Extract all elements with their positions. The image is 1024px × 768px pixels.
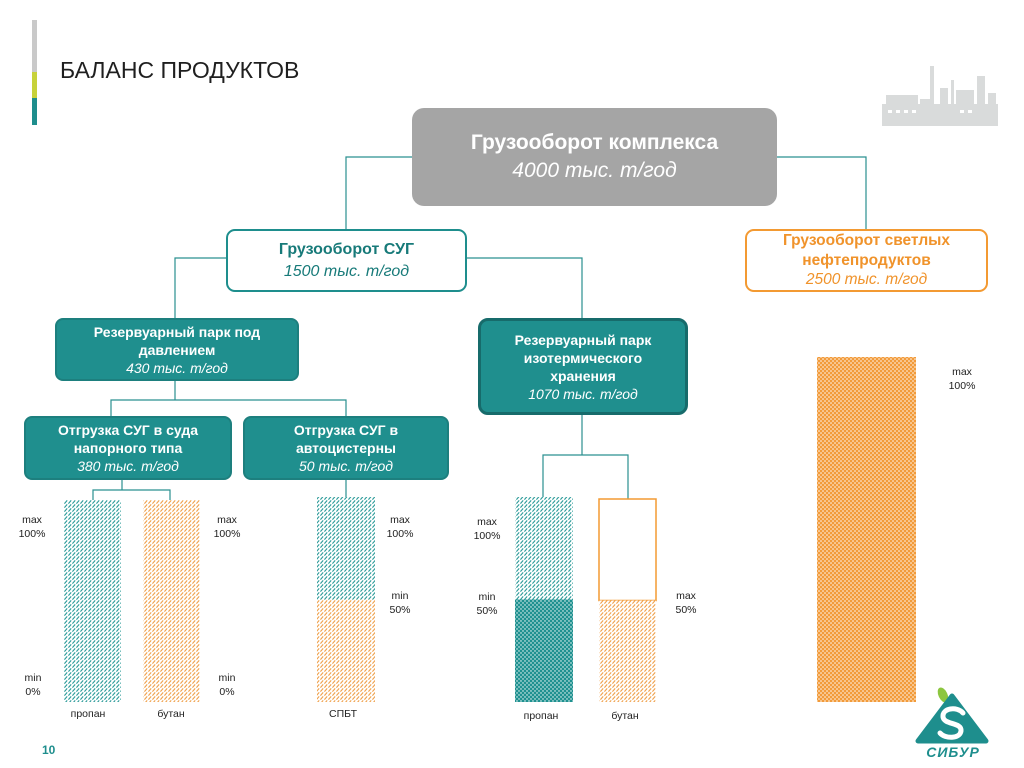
tank-segment-teal-hatch xyxy=(515,497,573,600)
level-label-max: max 100% xyxy=(942,365,982,393)
level-label-max: max 50% xyxy=(666,589,706,617)
tank-label-spbt: СПБТ xyxy=(329,708,357,720)
level-word: max xyxy=(22,514,42,526)
light-products-throughput-box: Грузооборот светлых нефтепродуктов 2500 … xyxy=(745,229,988,292)
connector-line xyxy=(174,257,226,318)
connector-line xyxy=(92,489,171,500)
pressure-tank-park-box: Резервуарный парк под давлением 430 тыс.… xyxy=(55,318,299,381)
lpg-throughput-box: Грузооборот СУГ 1500 тыс. т/год xyxy=(226,229,467,292)
leaf-icon xyxy=(937,687,949,703)
level-value: 0% xyxy=(219,686,235,698)
ship-loading-box: Отгрузка СУГ в суда напорного типа 380 т… xyxy=(24,416,232,480)
tank-segment-teal-dots xyxy=(515,599,573,702)
box-title: автоцистерны xyxy=(295,440,397,456)
page-number: 10 xyxy=(42,743,56,757)
box-title: Грузооборот светлых xyxy=(782,232,951,250)
sibur-logo: СИБУР xyxy=(915,687,989,760)
connector-line xyxy=(467,257,583,318)
level-value: 50% xyxy=(476,605,498,617)
tank-segment-teal-hatch xyxy=(317,497,375,600)
box-title: изотермического xyxy=(523,349,643,366)
level-word: max xyxy=(676,590,696,602)
level-label-min: min 0% xyxy=(13,671,53,699)
box-title: Резервуарный парк xyxy=(514,331,652,348)
box-value: 1500 тыс. т/год xyxy=(283,262,410,280)
connectors xyxy=(92,156,867,500)
box-value: 380 тыс. т/год xyxy=(77,458,179,474)
accent-bar-teal xyxy=(32,98,37,125)
level-value: 100% xyxy=(213,528,241,540)
tank-segment-empty xyxy=(598,498,657,602)
box-title: Резервуарный парк под xyxy=(93,323,261,340)
level-word: max xyxy=(217,514,237,526)
box-value: 430 тыс. т/год xyxy=(126,359,228,376)
level-label-max: max 100% xyxy=(467,515,507,543)
level-label-max: max 100% xyxy=(380,513,420,541)
logo-wordmark: СИБУР xyxy=(926,744,980,760)
tank-label-propane: пропан xyxy=(70,708,106,720)
box-title: Отгрузка СУГ в xyxy=(293,422,399,438)
box-title: Грузооборот СУГ xyxy=(278,240,415,258)
level-word: min xyxy=(391,590,409,602)
tank-segment-orange-hatch xyxy=(317,599,375,702)
tank-pressure-propane xyxy=(64,500,121,702)
level-word: min xyxy=(478,591,496,603)
level-value: 50% xyxy=(389,604,411,616)
level-label-min: min 50% xyxy=(380,589,420,617)
box-value: 2500 тыс. т/год xyxy=(805,271,928,289)
box-title: нефтепродуктов xyxy=(802,251,931,269)
factory-image xyxy=(882,66,998,126)
box-value: 50 тыс. т/год xyxy=(298,458,394,474)
level-value: 100% xyxy=(948,380,976,392)
s-symbol-icon xyxy=(937,706,966,740)
isothermal-tank-park-box: Резервуарный парк изотермического хранен… xyxy=(478,318,688,415)
level-value: 0% xyxy=(25,686,41,698)
complex-throughput-box: Грузооборот комплекса 4000 тыс. т/год xyxy=(412,108,777,206)
tank-segment-teal-hatch xyxy=(64,500,121,702)
page-title: БАЛАНС ПРОДУКТОВ xyxy=(60,57,300,83)
level-value: 100% xyxy=(386,528,414,540)
box-title: напорного типа xyxy=(73,440,183,456)
box-title: Отгрузка СУГ в суда xyxy=(57,422,199,438)
box-title: Грузооборот комплекса xyxy=(470,131,719,154)
box-value: 1070 тыс. т/год xyxy=(528,385,638,402)
tank-segment-orange-hatch xyxy=(599,600,656,702)
tank-segment-orange-dots xyxy=(817,357,916,702)
level-word: min xyxy=(218,672,236,684)
box-value: 4000 тыс. т/год xyxy=(512,159,677,182)
tank-truck-spbt xyxy=(317,497,375,702)
triangle-icon xyxy=(915,693,989,744)
tank-label-butane: бутан xyxy=(157,708,185,720)
accent-bar-green xyxy=(32,72,37,98)
accent-bar-gray xyxy=(32,20,37,72)
connector-line xyxy=(110,399,347,416)
truck-loading-box: Отгрузка СУГ в автоцистерны 50 тыс. т/го… xyxy=(243,416,449,480)
level-word: min xyxy=(24,672,42,684)
level-label-max: max 100% xyxy=(12,513,52,541)
tank-label-butane: бутан xyxy=(611,710,639,722)
tank-segment-orange-hatch xyxy=(143,500,200,702)
level-word: max xyxy=(390,514,410,526)
level-label-min: min 0% xyxy=(207,671,247,699)
tank-isothermal-propane xyxy=(515,497,573,702)
level-value: 100% xyxy=(473,530,501,542)
connector-line xyxy=(777,156,867,229)
box-title: давлением xyxy=(138,341,216,358)
connector-line xyxy=(542,454,629,499)
tank-isothermal-butane xyxy=(598,498,657,702)
level-value: 50% xyxy=(675,604,697,616)
level-word: max xyxy=(952,366,972,378)
connector-line xyxy=(345,156,412,229)
box-title: хранения xyxy=(550,367,616,384)
level-value: 100% xyxy=(18,528,46,540)
level-label-max: max 100% xyxy=(207,513,247,541)
level-label-min: min 50% xyxy=(467,590,507,618)
tank-light-products xyxy=(817,357,916,702)
tank-pressure-butane xyxy=(143,500,200,702)
level-word: max xyxy=(477,516,497,528)
tank-label-propane: пропан xyxy=(523,710,559,722)
